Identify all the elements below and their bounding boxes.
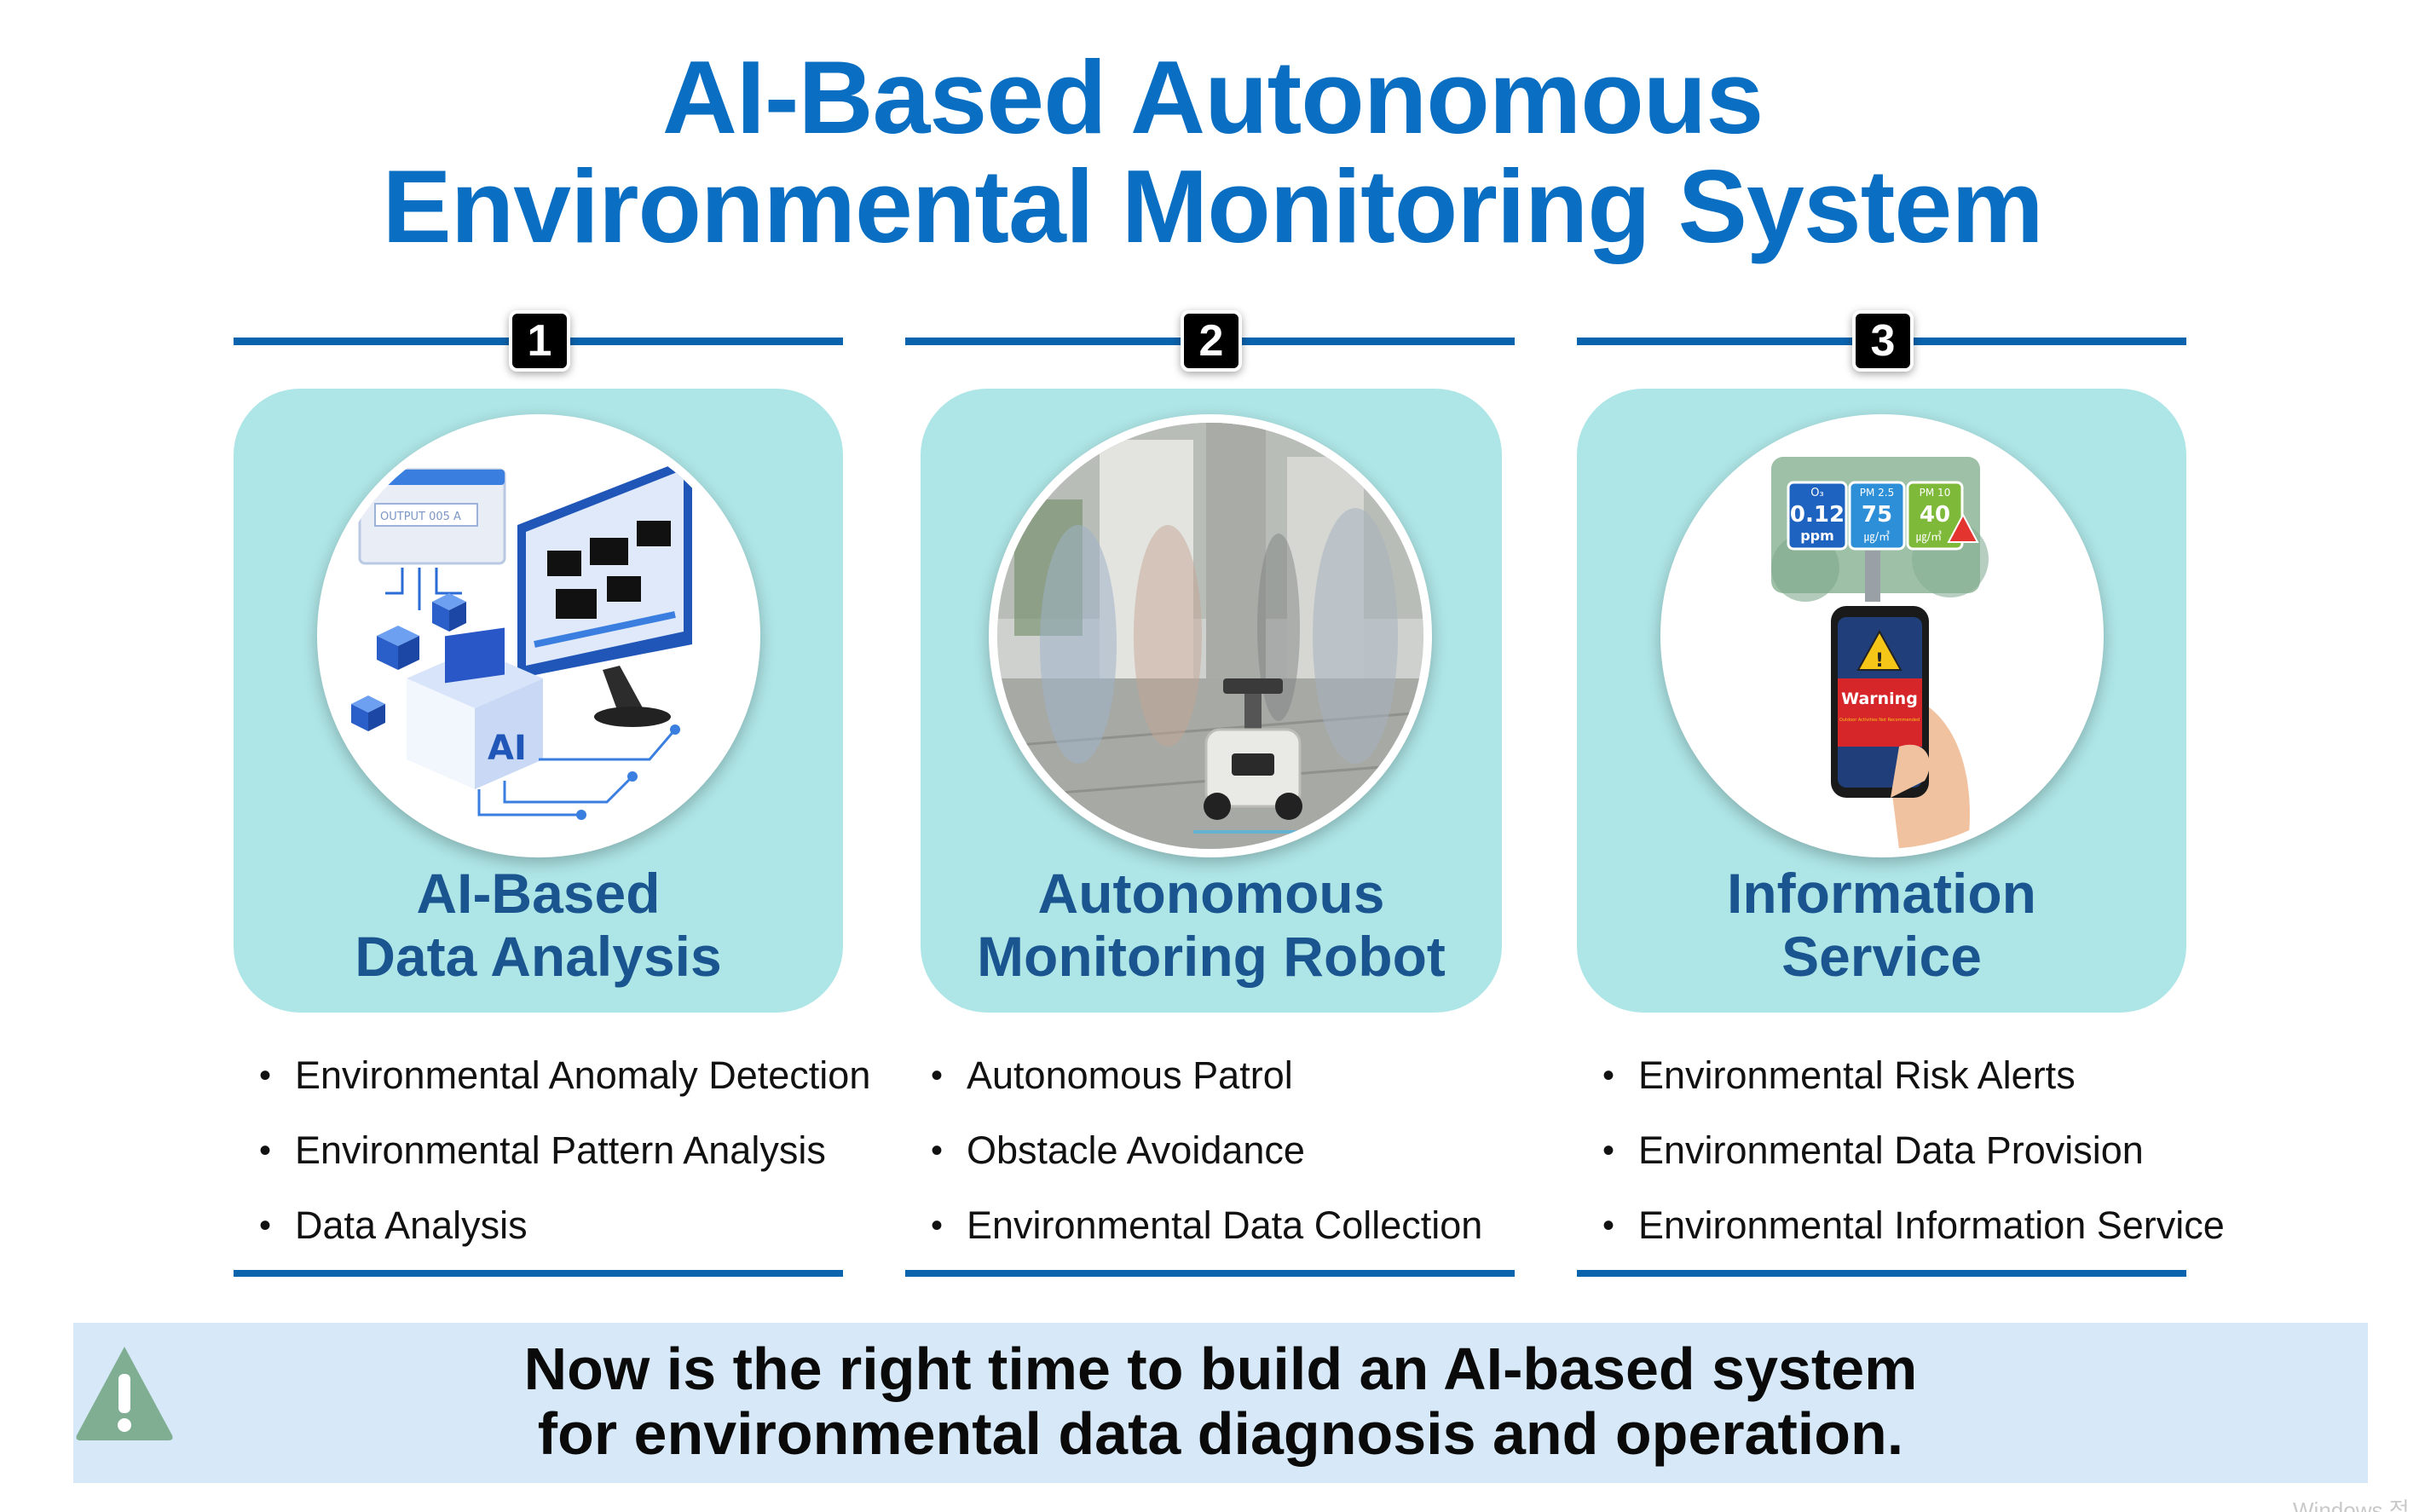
o3-unit: ppm xyxy=(1800,528,1834,544)
robot-scene-icon xyxy=(997,423,1423,849)
feature-list: Environmental Anomaly Detection Environm… xyxy=(259,1052,907,1277)
feature-card: OUTPUT 005 A xyxy=(234,389,843,1013)
window-output-label: OUTPUT 005 A xyxy=(380,511,461,523)
ai-cube-label: AI xyxy=(488,729,527,768)
windows-activation-watermark: Windows 정 xyxy=(2293,1498,2410,1512)
pm10-value: 40 xyxy=(1920,502,1950,528)
page-title-line2: Environmental Monitoring System xyxy=(382,148,2043,264)
phone-warning-text: Warning xyxy=(1841,690,1918,708)
bottom-divider xyxy=(1577,1270,2186,1277)
step-number-badge: 1 xyxy=(509,310,570,372)
bottom-divider xyxy=(905,1270,1515,1277)
phone-warning-subtext: Outdoor Activities Not Recommended xyxy=(1839,718,1920,723)
card-title-line2: Monitoring Robot xyxy=(977,925,1446,988)
o3-value: 0.12 xyxy=(1790,502,1845,528)
step-number-badge: 3 xyxy=(1852,310,1914,372)
page-title: AI-Based Autonomous Environmental Monito… xyxy=(0,43,2425,261)
step-number-badge: 2 xyxy=(1181,310,1242,372)
banner-message: Now is the right time to build an AI-bas… xyxy=(73,1336,2368,1466)
ai-analysis-illustration: OUTPUT 005 A xyxy=(317,414,760,857)
pm10-unit: ㎍/㎥ xyxy=(1916,531,1942,544)
pm25-value: 75 xyxy=(1862,502,1892,528)
list-item: Environmental Anomaly Detection xyxy=(259,1052,907,1127)
feature-card: O₃ 0.12 ppm PM 2.5 75 ㎍/㎥ PM 10 40 ㎍/㎥ xyxy=(1577,389,2186,1013)
card-title-line1: Information xyxy=(1727,862,2036,925)
card-title-line1: Autonomous xyxy=(1037,862,1385,925)
information-service-illustration: O₃ 0.12 ppm PM 2.5 75 ㎍/㎥ PM 10 40 ㎍/㎥ xyxy=(1660,414,2104,857)
card-title: Information Service xyxy=(1577,862,2186,988)
page-title-line1: AI-Based Autonomous xyxy=(661,39,1764,155)
card-title-line1: AI-Based xyxy=(416,862,661,925)
feature-card: Autonomous Monitoring Robot xyxy=(921,389,1502,1013)
list-item: Environmental Risk Alerts xyxy=(1602,1052,2250,1127)
banner-line2: for environmental data diagnosis and ope… xyxy=(537,1400,1904,1467)
column-monitoring-robot: 2 xyxy=(905,310,1515,1282)
list-item: Obstacle Avoidance xyxy=(931,1127,1579,1202)
list-item: Environmental Pattern Analysis xyxy=(259,1127,907,1202)
column-ai-data-analysis: 1 OUTPUT 005 A xyxy=(234,310,870,1282)
list-item: Environmental Data Collection xyxy=(931,1202,1579,1277)
air-quality-sign-phone-icon: O₃ 0.12 ppm PM 2.5 75 ㎍/㎥ PM 10 40 ㎍/㎥ xyxy=(1771,457,1989,849)
o3-label: O₃ xyxy=(1810,487,1823,499)
card-title: AI-Based Data Analysis xyxy=(234,862,843,988)
pm25-unit: ㎍/㎥ xyxy=(1864,531,1890,544)
list-item: Autonomous Patrol xyxy=(931,1052,1579,1127)
feature-list: Environmental Risk Alerts Environmental … xyxy=(1602,1052,2250,1277)
banner-line1: Now is the right time to build an AI-bas… xyxy=(523,1336,1918,1402)
svg-text:!: ! xyxy=(1875,650,1884,672)
warning-triangle-icon xyxy=(1947,512,1979,543)
card-title-line2: Data Analysis xyxy=(355,925,722,988)
card-title-line2: Service xyxy=(1781,925,1982,988)
call-to-action-banner: Now is the right time to build an AI-bas… xyxy=(73,1323,2368,1483)
feature-list: Autonomous Patrol Obstacle Avoidance Env… xyxy=(931,1052,1579,1277)
pm10-label: PM 10 xyxy=(1920,487,1951,499)
alert-icon xyxy=(76,1347,173,1440)
phone-warning-icon xyxy=(1856,629,1902,671)
column-information-service: 3 O₃ 0.12 ppm PM 2.5 75 ㎍/㎥ PM xyxy=(1577,310,2225,1282)
pm25-label: PM 2.5 xyxy=(1860,487,1895,499)
bottom-divider xyxy=(234,1270,843,1277)
ai-analysis-icon: OUTPUT 005 A xyxy=(351,457,692,820)
list-item: Environmental Data Provision xyxy=(1602,1127,2250,1202)
card-title: Autonomous Monitoring Robot xyxy=(921,862,1502,988)
list-item: Environmental Information Service xyxy=(1602,1202,2250,1277)
list-item: Data Analysis xyxy=(259,1202,907,1277)
robot-photo xyxy=(989,414,1432,857)
